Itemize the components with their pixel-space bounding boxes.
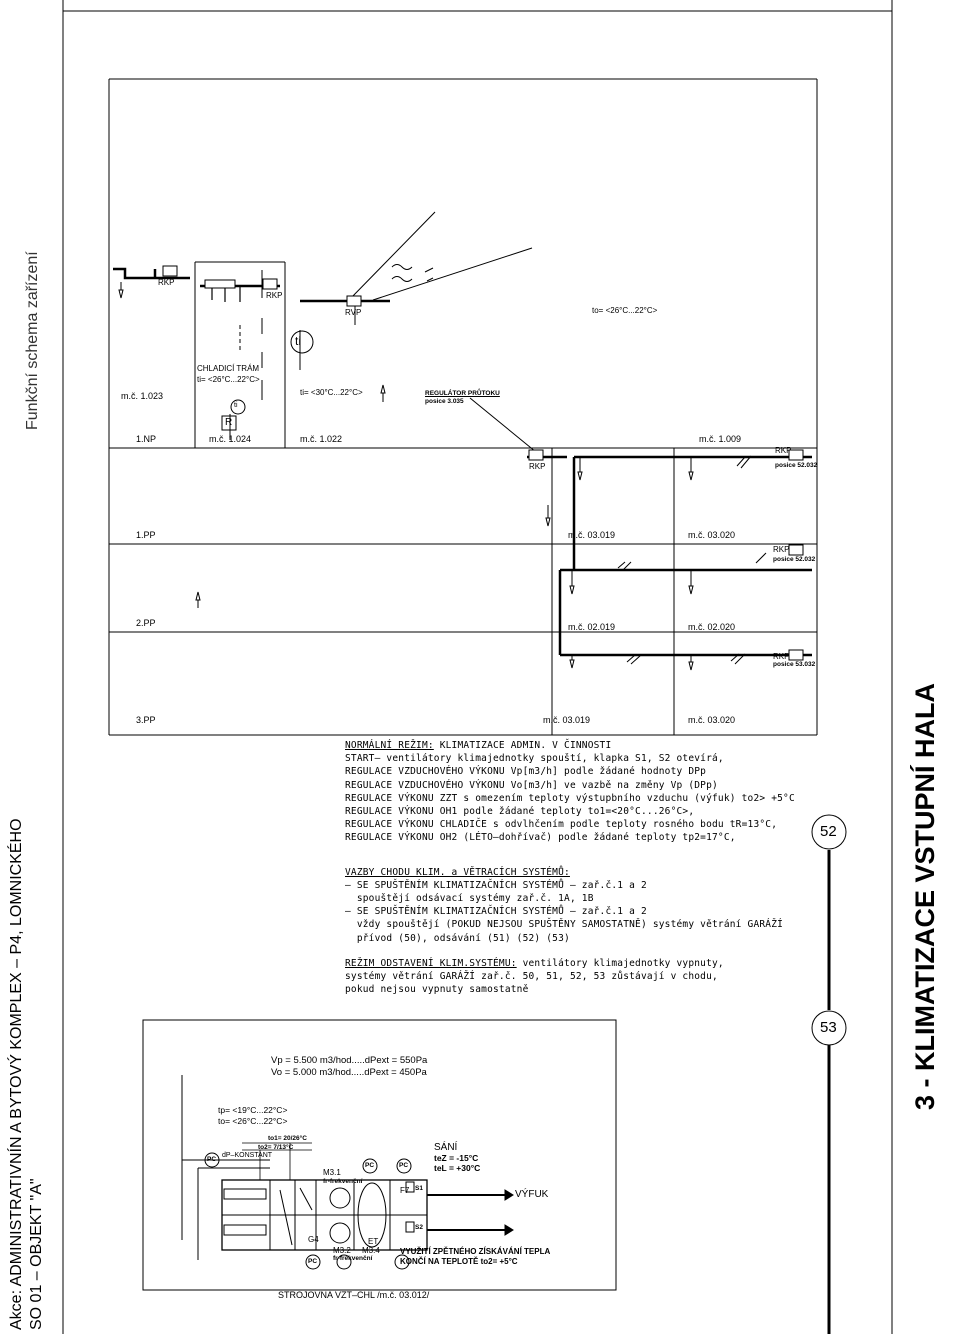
note-line: REGULACE VZDUCHOVÉHO VÝKONU Vp[m3/h] pod… — [345, 766, 707, 778]
project-title-line1: Akce: ADMINISTRATIVNÍN A BYTOVÝ KOMPLEX … — [8, 818, 25, 1330]
pc-label: PC — [207, 1156, 217, 1163]
pc-label: PC — [308, 1258, 318, 1265]
floor-label-3pp: 3.PP — [136, 715, 156, 725]
circle-label-52: 52 — [820, 823, 837, 840]
rkp-label: RKP — [266, 291, 283, 300]
room-label: m.č. 1.023 — [121, 391, 164, 401]
supply-temp-label: tp= <19°C...22°C> — [218, 1105, 288, 1115]
filter-label: G4 — [308, 1235, 319, 1244]
room-label: m.č. 1.022 — [300, 434, 343, 444]
note-line: vždy spouštějí (POKUD NEJSOU SPUŠTĚNY SA… — [345, 919, 784, 931]
drawing-subtitle: Funkční schema zařízení — [24, 251, 41, 430]
temp-setpoint-label: to2= 7/13°C — [258, 1144, 294, 1151]
flow-regulator-label: REGULÁTOR PRŮTOKU — [425, 390, 500, 397]
flow-regulator-position: posice 3.035 — [425, 398, 464, 405]
heat-recovery-label: KONČÍ NA TEPLOTĚ to2= +5°C — [400, 1257, 518, 1266]
rvp-label: RVP — [345, 308, 362, 317]
operation-notes: NORMÁLNÍ REŽIM: KLIMATIZACE ADMIN. V ČIN… — [345, 739, 795, 996]
room-label: m.č. 02.020 — [688, 622, 736, 632]
room-label: m.č. 02.019 — [568, 622, 616, 632]
note-line: pokud nejsou vypnuty samostatně — [345, 984, 529, 996]
links-heading: VAZBY CHODU KLIM. a VĚTRACÍCH SYSTÉMŮ: — [345, 866, 570, 878]
rkp-label: RKP — [773, 545, 790, 554]
off-mode-heading: REŽIM ODSTAVENÍ KLIM.SYSTÉMU: ventilátor… — [345, 957, 724, 969]
note-line: REGULACE VÝKONU OH1 podle žádané teploty… — [345, 806, 695, 818]
winter-temp-label: teZ = -15°C — [434, 1153, 479, 1163]
room-label: m.č. 03.019 — [568, 530, 616, 540]
room-label: m.č. 1.024 — [209, 434, 252, 444]
regulator-label: R — [225, 417, 233, 428]
floor-label-1np: 1.NP — [136, 434, 157, 444]
temp-range-label: ti= <26°C...22°C> — [197, 375, 260, 384]
note-line: systémy větrání GARÁŽÍ zař.č. 50, 51, 52… — [345, 971, 718, 983]
note-line: START– ventilátory klimajednotky spouští… — [345, 753, 724, 765]
outlet-temp-label: to= <26°C...22°C> — [218, 1116, 288, 1126]
motor-label: M3.1 — [323, 1168, 341, 1177]
summer-temp-label: teL = +30°C — [434, 1163, 481, 1173]
temp-range-label: ti= <30°C...22°C> — [300, 388, 363, 397]
rkp-label: RKP — [773, 652, 790, 661]
note-line: REGULACE VZDUCHOVÉHO VÝKONU Vo[m3/h] ve … — [345, 779, 718, 791]
temp-setpoint-label: to1= 20/26°C — [268, 1135, 307, 1142]
room-label: m.č. 1.009 — [699, 434, 742, 444]
position-label: posice 52.032 — [773, 556, 816, 563]
rkp-label: RKP — [158, 278, 175, 287]
exhaust-label: VÝFUK — [515, 1189, 549, 1200]
damper-s1-label: S1 — [415, 1185, 423, 1192]
note-line: REGULACE VÝKONU OH2 (LÉTO–dohřívač) podl… — [345, 832, 736, 844]
room-label: m.č. 03.019 — [543, 715, 591, 725]
ti-sensor-label: ti — [295, 334, 301, 348]
note-line: přívod (50), odsávání (51) (52) (53) — [345, 932, 570, 944]
note-line: REGULACE VÝKONU CHLADIČE s odvlhčením po… — [345, 819, 778, 831]
intake-label: SÁNÍ — [434, 1142, 458, 1153]
motor-label: M3.2 — [333, 1246, 351, 1255]
room-label: m.č. 03.020 — [688, 715, 736, 725]
rkp-label: RKP — [775, 446, 792, 455]
room-label: m.č. 03.020 — [688, 530, 736, 540]
rkp-label: RKP — [529, 462, 546, 471]
drawing-title: 3 - KLIMATIZACE VSTUPNÍ HALA — [910, 683, 940, 1110]
dp-constant-label: dP–KONSTANT — [222, 1152, 273, 1159]
note-line: – SE SPUŠTĚNÍM KLIMATIZAČNÍCH SYSTÉMŮ – … — [345, 879, 647, 891]
heat-recovery-label: VYUŽITÍ ZPĚTNÉHO ZÍSKÁVÁNÍ TEPLA — [400, 1247, 551, 1256]
freq-label: fr-frekvenční — [333, 1255, 373, 1262]
project-title-line2: SO 01 – OBJEKT "A" — [28, 1178, 45, 1330]
floor-label-1pp: 1.PP — [136, 530, 156, 540]
pc-label: PC — [399, 1162, 409, 1169]
damper-s2-label: S2 — [415, 1224, 423, 1231]
note-line: spouštějí odsávací systémy zař.č. 1A, 1B — [345, 893, 594, 905]
temp-range-label: to= <26°C...22°C> — [592, 306, 658, 315]
position-label: posice 52.032 — [775, 462, 818, 469]
freq-label: fr-frekvenční — [323, 1178, 363, 1185]
supply-flow-label: Vp = 5.500 m3/hod.....dPext = 550Pa — [271, 1055, 428, 1066]
note-line: REGULACE VÝKONU ZZT s omezením teploty v… — [345, 792, 795, 804]
note-line: – SE SPUŠTĚNÍM KLIMATIZAČNÍCH SYSTÉMŮ – … — [345, 906, 647, 918]
cooling-beam-label: CHLADICÍ TRÁM — [197, 364, 260, 373]
exhaust-flow-label: Vo = 5.000 m3/hod.....dPext = 450Pa — [271, 1067, 427, 1078]
et-label: ET — [368, 1237, 379, 1246]
floor-label-2pp: 2.PP — [136, 618, 156, 628]
machine-room-label: STROJOVNA VZT–CHL /m.č. 03.012/ — [278, 1290, 430, 1300]
position-label: posice 53.032 — [773, 661, 816, 668]
pc-label: PC — [365, 1162, 375, 1169]
ti-sensor-label: ti — [234, 402, 238, 409]
filter-label: F7 — [400, 1186, 410, 1195]
normal-mode-heading: NORMÁLNÍ REŽIM: KLIMATIZACE ADMIN. V ČIN… — [345, 740, 612, 751]
motor-label: M3.4 — [362, 1246, 380, 1255]
circle-label-53: 53 — [820, 1019, 837, 1036]
